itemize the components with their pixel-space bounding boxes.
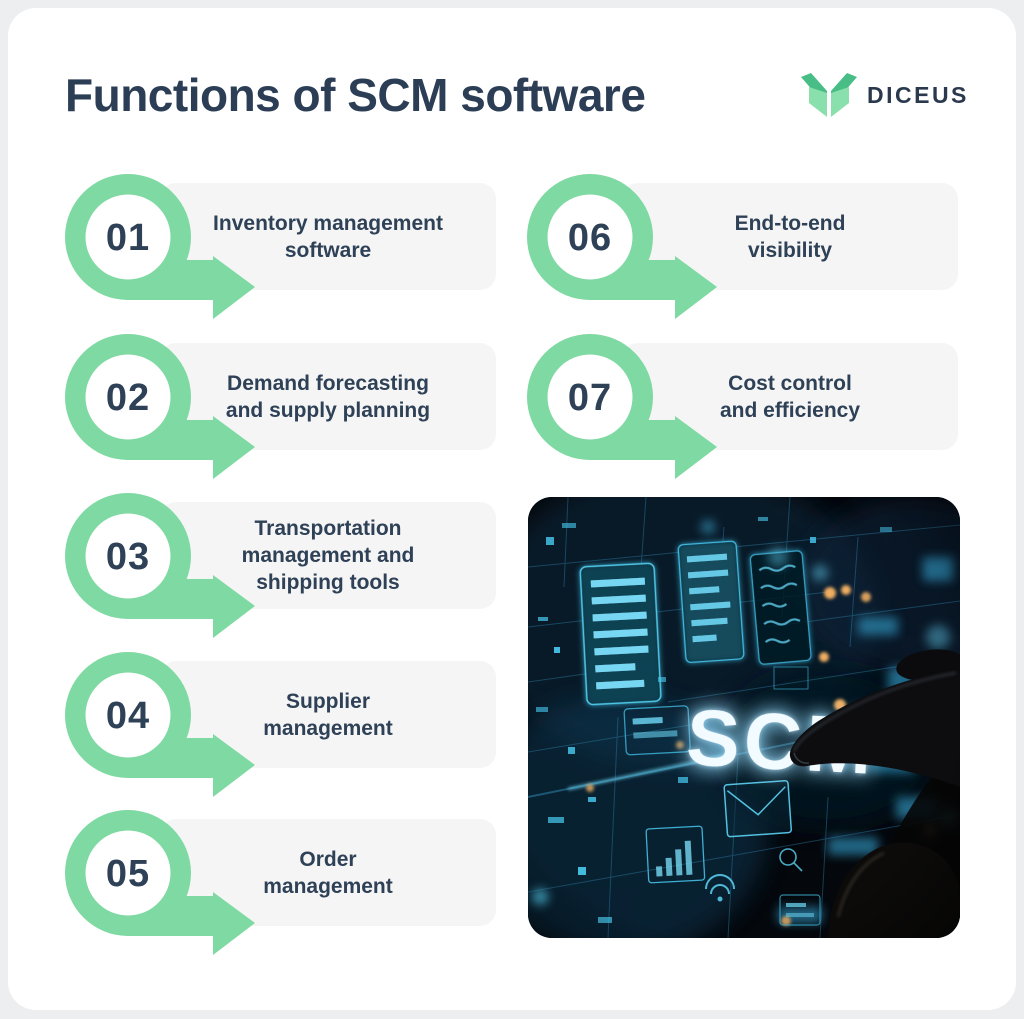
- svg-text:06: 06: [568, 217, 612, 259]
- brand-wordmark: DICEUS: [867, 81, 969, 108]
- svg-text:03: 03: [106, 536, 150, 578]
- diceus-logo: DICEUS: [799, 73, 1009, 117]
- numbered-arrow-marker-05: 05: [65, 810, 255, 955]
- numbered-arrow-marker-02: 02: [65, 334, 255, 479]
- numbered-arrow-marker-06: 06: [527, 174, 717, 319]
- numbered-arrow-marker-03: 03: [65, 493, 255, 638]
- numbered-arrow-marker-01: 01: [65, 174, 255, 319]
- svg-text:04: 04: [106, 695, 150, 737]
- svg-text:05: 05: [106, 853, 150, 895]
- svg-text:02: 02: [106, 377, 150, 419]
- numbered-arrow-marker-07: 07: [527, 334, 717, 479]
- scm-photo-illustration: SCM: [528, 497, 960, 938]
- butterfly-icon: [801, 73, 857, 117]
- svg-text:01: 01: [106, 217, 150, 259]
- svg-text:07: 07: [568, 377, 612, 419]
- page-title: Functions of SCM software: [65, 69, 646, 121]
- numbered-arrow-marker-04: 04: [65, 652, 255, 797]
- scm-touchscreen-photo: SCM: [528, 497, 960, 938]
